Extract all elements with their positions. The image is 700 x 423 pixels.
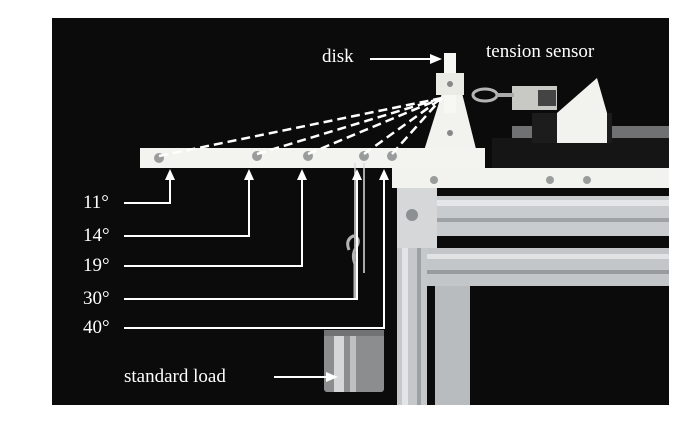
angle-label-30: 30° <box>83 288 110 309</box>
white-beam <box>140 148 669 188</box>
experiment-photo: disk tension sensor standard load 11° 14… <box>52 18 669 405</box>
angle-label-19: 19° <box>83 255 110 276</box>
disk-label: disk <box>322 46 354 67</box>
angle-leader-lines <box>124 175 385 329</box>
wire-dashes <box>158 96 443 158</box>
angle-label-11: 11° <box>83 192 109 213</box>
tension-sensor-label: tension sensor <box>486 41 595 62</box>
apparatus-scene <box>124 53 669 405</box>
angle-label-40: 40° <box>83 317 110 338</box>
aluminum-frame <box>397 188 669 405</box>
standard-load-label: standard load <box>124 366 226 387</box>
angle-label-14: 14° <box>83 225 110 246</box>
tension-sensor-device <box>471 78 607 143</box>
standard-load-weight <box>324 163 384 392</box>
pointer-arrows <box>274 54 442 382</box>
angle-leader-arrowheads <box>165 169 389 180</box>
